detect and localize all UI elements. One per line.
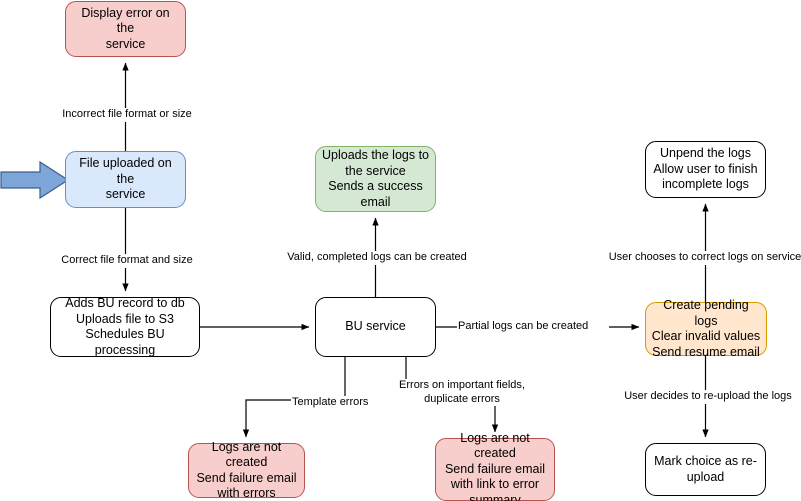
node-create-pending-logs[interactable]: Create pending logs Clear invalid values…: [645, 298, 767, 359]
node-logs-not-created-with-link[interactable]: Logs are not created Send failure email …: [435, 431, 555, 501]
node-adds-bu-record[interactable]: Adds BU record to db Uploads file to S3 …: [50, 296, 200, 357]
node-file-uploaded[interactable]: File uploaded on the service: [65, 151, 186, 208]
edge-label-user-corrects: User chooses to correct logs on service: [607, 251, 801, 265]
entry-arrow-icon: [0, 160, 70, 200]
node-bu-service[interactable]: BU service: [315, 297, 436, 357]
node-mark-choice-reupload[interactable]: Mark choice as re- upload: [645, 443, 766, 496]
edge-label-template-errors: Template errors: [291, 396, 381, 410]
edge-label-errors-important: Errors on important fields, duplicate er…: [392, 379, 532, 406]
edge-label-incorrect-format: Incorrect file format or size: [56, 108, 198, 122]
edge-label-valid-completed: Valid, completed logs can be created: [282, 251, 472, 265]
node-unpend-logs[interactable]: Unpend the logs Allow user to finish inc…: [645, 141, 766, 198]
edge-label-partial-logs: Partial logs can be created: [457, 320, 609, 334]
edge-label-correct-format: Correct file format and size: [57, 254, 197, 268]
node-logs-not-created-with-errors[interactable]: Logs are not created Send failure email …: [188, 440, 305, 500]
node-uploads-logs[interactable]: Uploads the logs to the service Sends a …: [315, 146, 436, 212]
edge-label-user-reupload: User decides to re-upload the logs: [613, 390, 801, 404]
node-display-error[interactable]: Display error on the service: [65, 1, 186, 57]
